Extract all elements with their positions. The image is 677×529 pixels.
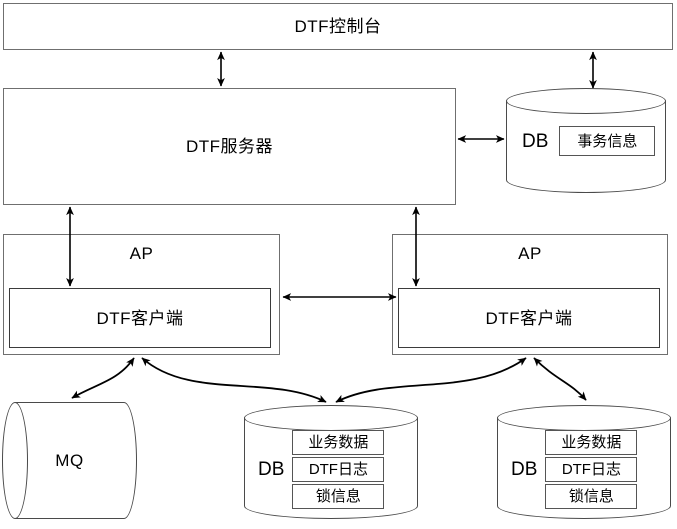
db-right-item-lock-info: 锁信息 xyxy=(545,483,638,509)
dtf-client-left-box: DTF客户端 xyxy=(9,288,271,348)
db-server-item-label: 事务信息 xyxy=(577,132,638,150)
db-right-cylinder: DB 业务数据 DTF日志 锁信息 xyxy=(497,405,671,519)
db-mid-item-lock-info: 锁信息 xyxy=(292,483,385,509)
db-mid-cylinder: DB 业务数据 DTF日志 锁信息 xyxy=(244,405,418,519)
db-right-item-label: 锁信息 xyxy=(568,487,614,505)
db-right-items: 业务数据 DTF日志 锁信息 xyxy=(545,429,638,509)
db-right-item-dtf-log: DTF日志 xyxy=(545,456,638,482)
db-mid-label: DB xyxy=(258,458,285,480)
dtf-console-label: DTF控制台 xyxy=(294,17,382,36)
db-right-item-business-data: 业务数据 xyxy=(545,429,638,455)
db-mid-item-label: 业务数据 xyxy=(308,433,369,451)
db-mid-item-label: 锁信息 xyxy=(315,487,361,505)
db-right-cylinder-top xyxy=(497,405,671,431)
dtf-console-box: DTF控制台 xyxy=(3,3,673,50)
arrow-client-left-mq xyxy=(71,357,135,399)
ap-right-label: AP xyxy=(518,244,542,263)
mq-cylinder-cap-left xyxy=(2,402,28,519)
db-mid-item-label: DTF日志 xyxy=(308,460,368,478)
mq-cylinder: MQ xyxy=(2,402,137,519)
dtf-client-right-label: DTF客户端 xyxy=(485,308,573,328)
db-mid-item-business-data: 业务数据 xyxy=(292,429,385,455)
db-mid-items: 业务数据 DTF日志 锁信息 xyxy=(292,429,385,509)
arrow-client-right-db-mid xyxy=(335,357,527,403)
db-right-content: DB 业务数据 DTF日志 锁信息 xyxy=(497,427,671,511)
db-server-content: DB 事务信息 xyxy=(506,118,666,164)
db-server-label: DB xyxy=(522,130,549,152)
db-mid-content: DB 业务数据 DTF日志 锁信息 xyxy=(244,427,418,511)
arrow-client-left-db-mid xyxy=(141,357,327,403)
ap-left-label: AP xyxy=(129,244,154,263)
arrow-client-right-db-right xyxy=(533,357,587,401)
db-right-item-label: DTF日志 xyxy=(561,460,621,478)
dtf-server-box: DTF服务器 xyxy=(3,88,456,205)
mq-cylinder-body xyxy=(15,402,124,519)
db-right-label: DB xyxy=(511,458,538,480)
db-mid-item-dtf-log: DTF日志 xyxy=(292,456,385,482)
dtf-server-label: DTF服务器 xyxy=(185,137,274,156)
dtf-client-right-box: DTF客户端 xyxy=(398,288,660,348)
db-right-item-label: 业务数据 xyxy=(561,433,622,451)
mq-label-wrap: MQ xyxy=(15,402,124,519)
mq-label: MQ xyxy=(55,451,84,470)
db-server-cylinder: DB 事务信息 xyxy=(506,88,666,193)
db-server-item-transaction-info: 事务信息 xyxy=(559,126,656,156)
db-server-cylinder-top xyxy=(506,88,666,114)
dtf-client-left-label: DTF客户端 xyxy=(96,308,184,328)
